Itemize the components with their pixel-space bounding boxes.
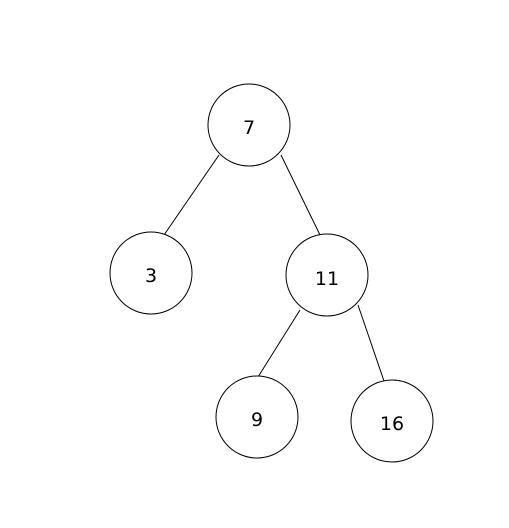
edge-7-3 [163, 154, 220, 236]
node-circle [207, 83, 291, 167]
tree-node-7: 7 [207, 83, 291, 167]
tree-nodes: 7 3 11 9 16 [109, 83, 434, 463]
node-label: 16 [380, 413, 404, 435]
node-label: 3 [145, 265, 157, 287]
tree-node-9: 9 [215, 375, 299, 459]
node-label: 7 [243, 117, 255, 139]
tree-node-3: 3 [109, 231, 193, 315]
node-circle [350, 379, 434, 463]
tree-node-16: 16 [350, 379, 434, 463]
tree-node-11: 11 [285, 233, 369, 317]
node-circle [285, 233, 369, 317]
node-circle [215, 375, 299, 459]
edge-11-16 [357, 304, 385, 382]
node-label: 11 [315, 268, 339, 290]
node-circle [109, 231, 193, 315]
edge-11-9 [257, 309, 301, 378]
tree-edges [163, 154, 385, 382]
node-label: 9 [251, 409, 263, 431]
edge-7-11 [280, 154, 321, 236]
